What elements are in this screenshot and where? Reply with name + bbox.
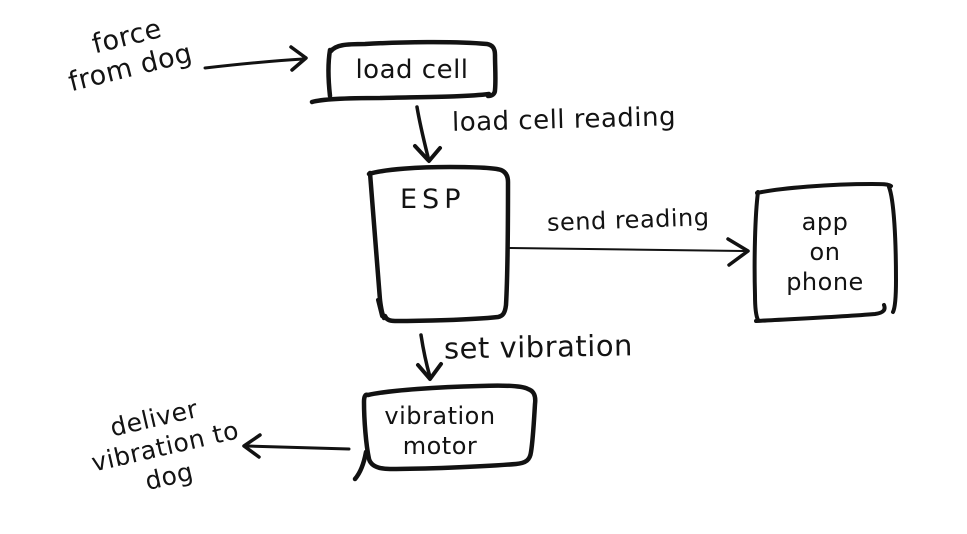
arrow-head-icon: [413, 144, 442, 163]
arrow-head-icon: [289, 45, 308, 72]
arrow-head-icon: [416, 362, 443, 381]
load-cell-node-label: load cell: [327, 42, 497, 98]
arrow-esp-to-app: [509, 237, 750, 267]
node-label-text: phone: [786, 268, 864, 296]
esp-node-label: ESP: [400, 184, 466, 215]
vibration-motor-box: [352, 383, 538, 482]
node-label-text: motor: [402, 432, 478, 460]
node-label-text: on: [809, 238, 841, 266]
edge-label-set-vibration: set vibration: [443, 328, 634, 366]
node-label-text: vibration: [384, 402, 496, 430]
box-stroke: [376, 298, 384, 318]
box-stroke: [328, 39, 498, 99]
edge-label-load-cell-reading: load cell reading: [451, 102, 677, 138]
arrow-shaft: [415, 105, 430, 159]
box-stroke: [366, 164, 511, 324]
arrow-shaft: [509, 247, 745, 252]
app-on-phone-node-label: app on phone: [752, 196, 898, 308]
box-stroke: [752, 190, 760, 322]
box-stroke: [309, 91, 492, 105]
box-stroke: [367, 170, 387, 321]
arrow-force-to-load-cell: [203, 45, 308, 72]
arrow-head-icon: [242, 433, 262, 459]
box-stroke: [361, 383, 538, 472]
arrow-vibration-motor-to-dog: [242, 433, 351, 459]
node-label-text: app: [801, 208, 849, 236]
box-stroke: [326, 47, 333, 99]
arrow-shaft: [419, 333, 432, 379]
app-on-phone-box: [752, 182, 898, 323]
arrow-shaft: [203, 57, 305, 70]
vibration-motor-node-label: vibration motor: [355, 398, 525, 464]
box-stroke: [887, 185, 898, 314]
arrow-esp-to-vibration-motor: [416, 333, 443, 381]
edge-label-send-reading: send reading: [546, 203, 710, 237]
arrow-shaft: [245, 444, 351, 451]
box-stroke: [352, 449, 369, 482]
esp-box: [366, 164, 511, 324]
arrow-load-cell-to-esp: [413, 105, 442, 163]
box-stroke: [754, 303, 887, 323]
load-cell-box: [309, 39, 498, 105]
box-stroke: [755, 182, 893, 195]
arrow-head-icon: [726, 237, 750, 267]
node-label-text: load cell: [355, 55, 469, 85]
